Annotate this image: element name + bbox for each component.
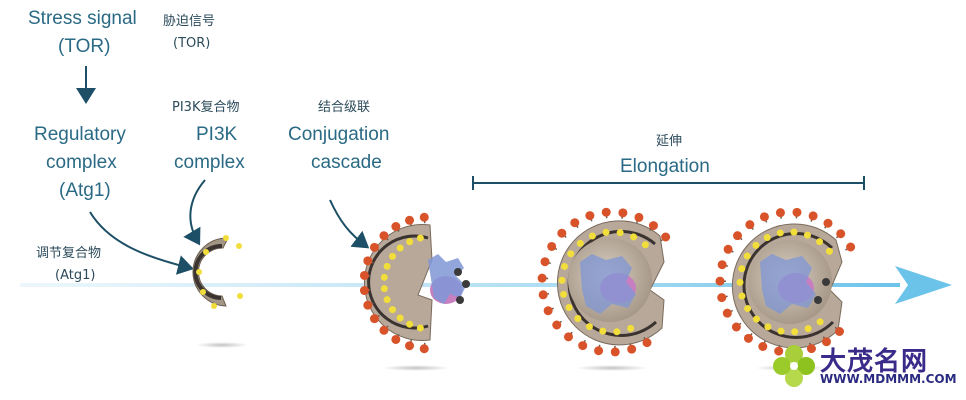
membrane-dots — [359, 207, 856, 357]
pi3k-to-membrane-arrow — [183, 179, 206, 246]
phagophore-small — [192, 235, 243, 309]
conjugation-zh-label: 结合级联 — [318, 100, 371, 115]
stress-signal-zh-label: 胁迫信号 — [163, 14, 216, 29]
conjugation-cascade-label: cascade — [311, 152, 382, 173]
pi3k-label: PI3K — [196, 124, 238, 145]
conjugation-label: Conjugation — [288, 124, 390, 145]
regulatory-complex-zh-atg1-label: (Atg1) — [55, 268, 96, 283]
pi3k-zh-label: PI3K复合物 — [172, 100, 240, 115]
regulatory-to-pi3k-arrow — [89, 211, 194, 275]
phagophore-conjugation — [363, 224, 470, 341]
elongation-zh-label: 延伸 — [656, 134, 683, 149]
stress-signal-zh-tor-label: (TOR) — [173, 36, 211, 51]
elongation-label: Elongation — [620, 156, 710, 177]
pi3k-complex-label: complex — [174, 152, 245, 173]
regulatory-complex-label-2: complex — [46, 152, 117, 173]
site-logo-name: 大茂名网 — [820, 347, 929, 377]
stress-signal-tor-label: (TOR) — [58, 36, 111, 57]
logo-clover-icon — [773, 345, 815, 387]
phagophore-elongation-1 — [556, 220, 665, 346]
site-logo-url: WWW.MDMMM.COM — [820, 372, 957, 386]
regulatory-complex-label: Regulatory — [34, 124, 126, 145]
conjugation-to-membrane-arrow — [329, 199, 370, 249]
elongation-bracket — [472, 176, 865, 190]
regulatory-complex-atg1-label: (Atg1) — [59, 180, 111, 201]
phagophore-elongation-2 — [731, 223, 843, 349]
regulatory-complex-zh-label: 调节复合物 — [36, 246, 102, 261]
stress-signal-label: Stress signal — [28, 8, 137, 29]
